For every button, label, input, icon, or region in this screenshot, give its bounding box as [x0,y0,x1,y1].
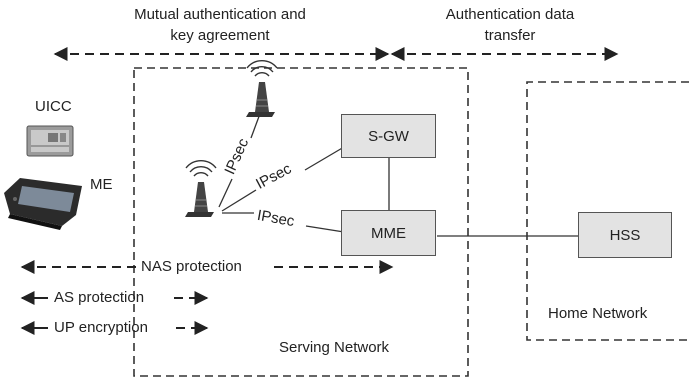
ipsec-link-sgw-b [304,146,345,171]
mme-node: MME [341,210,436,256]
home-network-label: Home Network [548,305,648,322]
auth-transfer-line1: Authentication data [445,6,575,23]
auth-transfer-label: Authentication data transfer [415,6,605,44]
as-protection-label: AS protection [54,289,145,306]
me-label: ME [90,176,113,193]
up-encryption-label: UP encryption [54,319,148,336]
hss-node: HSS [578,212,672,258]
ipsec-link-tower [218,178,233,208]
mutual-auth-line1: Mutual authentication and [134,6,306,23]
mutual-auth-line2: key agreement [170,27,270,44]
antenna-tower-icon [185,159,217,217]
serving-network-boundary [133,67,469,377]
mobile-equipment-icon [4,178,82,230]
serving-network-label: Serving Network [279,339,390,356]
antenna-tower-icon [246,59,278,117]
nas-protection-label: NAS protection [141,258,242,275]
uicc-card-icon [26,125,74,157]
home-network-boundary [526,81,689,341]
sgw-node: S-GW [341,114,436,158]
mutual-auth-label: Mutual authentication and key agreement [80,6,360,44]
uicc-label: UICC [35,98,72,115]
ipsec-link-sgw [221,189,257,212]
auth-transfer-line2: transfer [484,27,536,44]
ipsec-link-mme-b [305,225,345,233]
